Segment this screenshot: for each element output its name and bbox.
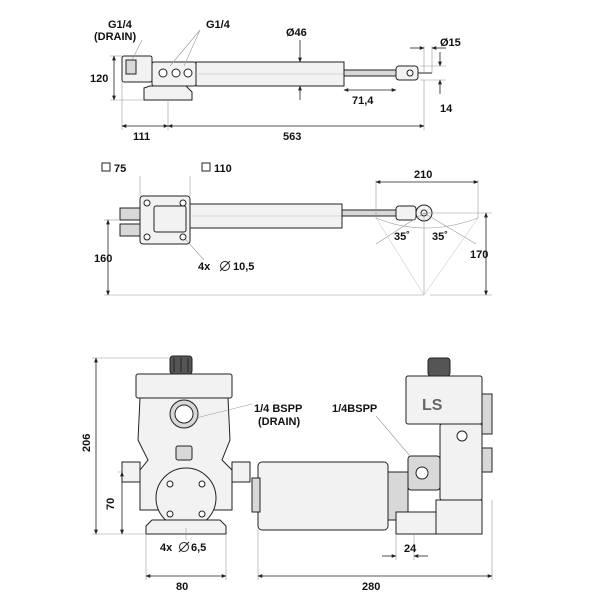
label-hole-10-5: 10,5: [233, 261, 254, 273]
diameter-icon: [220, 261, 230, 271]
label-170: 170: [470, 249, 488, 261]
diameter-icon-small: [179, 542, 189, 552]
pump-front-view: 206 70 1/4 BSPP (DRAIN) 4x 6,5 80: [81, 355, 302, 593]
cylinder-plan-view: 75 110 210 35˚ 35˚ 160 170 4x 10,5: [94, 162, 492, 296]
label-hole-6-5: 6,5: [191, 542, 206, 554]
label-14: 14: [440, 103, 453, 115]
label-75: 75: [114, 163, 126, 175]
label-24: 24: [404, 543, 417, 555]
label-210: 210: [414, 169, 432, 181]
label-35-left: 35˚: [394, 231, 410, 243]
side-base: [395, 511, 437, 535]
label-80: 80: [176, 581, 188, 593]
label-1-4bspp: 1/4BSPP: [332, 403, 377, 415]
label-71-4: 71,4: [352, 95, 374, 107]
label-111: 111: [133, 131, 150, 143]
cylinder-side-view: G1/4 (DRAIN) G1/4 Ø46 Ø15 120 71,4 14 11…: [90, 19, 461, 143]
piston-rod: [343, 69, 397, 77]
label-35-right: 35˚: [432, 231, 448, 243]
side-knob: [427, 357, 451, 377]
motor-face: [155, 467, 217, 529]
pump-side-view: LS 1/4BSPP 24 280: [251, 357, 493, 593]
label-110: 110: [214, 163, 232, 175]
brand-logo: LS: [422, 397, 443, 414]
label-holes-4x-small: 4x: [160, 542, 173, 554]
plan-rod: [341, 209, 397, 217]
motor: [257, 461, 389, 531]
label-dia-15: Ø15: [440, 37, 461, 49]
label-206: 206: [81, 434, 93, 452]
label-160: 160: [94, 253, 112, 265]
label-563: 563: [283, 131, 301, 143]
label-g14: G1/4: [206, 19, 231, 31]
label-g14-drain: G1/4: [108, 19, 133, 31]
label-dia-46: Ø46: [286, 27, 307, 39]
reservoir: [405, 375, 483, 425]
mounting-foot: [143, 85, 193, 101]
pump-head: [135, 373, 233, 399]
label-drain: (DRAIN): [94, 31, 136, 43]
label-120: 120: [90, 73, 108, 85]
label-70: 70: [105, 498, 117, 510]
label-holes-4x: 4x: [198, 261, 211, 273]
label-280: 280: [362, 581, 380, 593]
label-drain-sub: (DRAIN): [258, 416, 300, 428]
label-1-4-bspp-drain: 1/4 BSPP: [254, 403, 302, 415]
